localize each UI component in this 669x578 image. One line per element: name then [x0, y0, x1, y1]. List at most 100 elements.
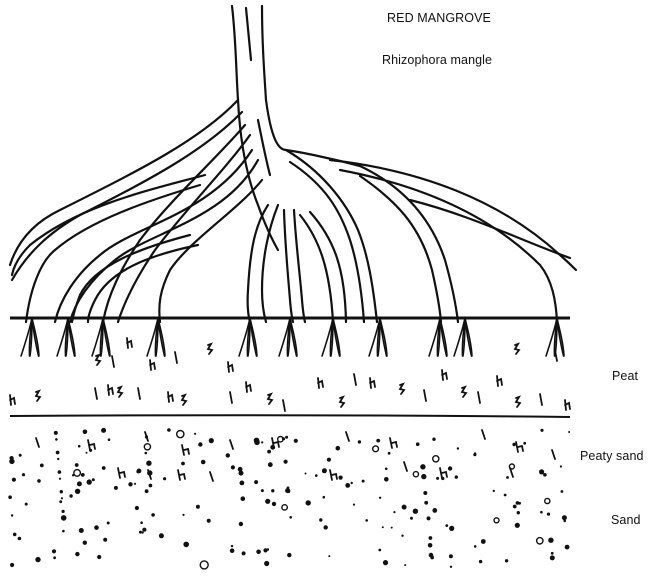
prop-root: [360, 176, 441, 322]
sand-grain: [289, 516, 292, 519]
peat-mark: [168, 392, 173, 402]
sand-grain: [11, 514, 13, 516]
sand-grain: [163, 477, 166, 480]
sand-grain: [305, 473, 307, 475]
trunk-edge: [258, 120, 270, 175]
sand-grain: [457, 447, 459, 449]
sand-grain: [56, 451, 60, 455]
sand-grain: [62, 510, 65, 513]
sand-grain: [40, 464, 44, 468]
sand-grain: [261, 489, 264, 492]
sand-grain: [151, 513, 155, 517]
sand-grain: [231, 545, 233, 547]
sand-grain: [22, 473, 25, 476]
peat-mark: [555, 350, 557, 361]
sand-grain: [322, 468, 327, 473]
sand-grain: [448, 466, 452, 470]
sand-grain: [177, 431, 184, 438]
sand-grain: [261, 441, 263, 443]
peat-mark: [95, 388, 97, 399]
peat-mark: [354, 374, 356, 385]
peat-mark: [36, 391, 40, 401]
peat-mark: [138, 388, 140, 399]
prop-root: [410, 200, 570, 258]
sand-grain: [54, 431, 58, 435]
sand-grain: [324, 525, 328, 529]
sand-grain: [9, 459, 14, 464]
sand-grain: [432, 438, 435, 441]
rootlet: [440, 318, 447, 356]
sand-grain: [83, 430, 88, 435]
sand-grain: [428, 543, 433, 548]
sand-grain: [239, 471, 244, 476]
sand-grain: [77, 481, 82, 486]
peat-mark: [515, 344, 519, 354]
species-name: Rhizophora mangle: [382, 53, 492, 67]
sand-grain: [79, 528, 84, 533]
prop-root: [310, 212, 346, 322]
peat-mark: [10, 395, 15, 405]
sand-grain: [449, 554, 453, 558]
sand-grain: [209, 438, 214, 443]
sand-grain: [315, 474, 318, 477]
sand-grain: [128, 482, 132, 486]
sand-grain: [75, 463, 79, 467]
sand-grain: [505, 559, 508, 562]
sand-grain: [421, 474, 426, 479]
peat-mark: [400, 384, 404, 394]
peat-mark: [565, 400, 570, 410]
sand-grain: [87, 479, 92, 484]
sand-grain: [264, 561, 269, 566]
sand-grain: [267, 548, 269, 550]
sand-grain: [69, 494, 72, 497]
sand-grain: [393, 511, 395, 513]
prop-root: [72, 235, 190, 322]
sand-grain: [481, 539, 486, 544]
prop-root: [284, 210, 293, 322]
rootlet: [32, 318, 39, 356]
sand-grain: [449, 526, 454, 531]
sand-grain: [427, 516, 431, 520]
sand-grain: [345, 483, 350, 488]
peat-mark: [497, 376, 502, 386]
trunk-edge: [246, 8, 251, 60]
sand-grain: [551, 552, 554, 555]
peat-mark: [118, 387, 122, 397]
sand-grain: [97, 555, 101, 559]
sand-grain: [231, 465, 235, 469]
sand-grain: [144, 444, 150, 450]
sand-grain: [401, 535, 403, 537]
sand-grain: [509, 464, 514, 469]
peat-mark: [208, 344, 212, 354]
sand-grain: [376, 439, 380, 443]
diagram-title: RED MANGROVE: [387, 11, 491, 25]
prop-root: [70, 160, 258, 322]
sand-grain: [568, 431, 570, 433]
sand-grain: [365, 519, 368, 522]
sand-grain: [540, 429, 543, 432]
sand-grain: [200, 561, 208, 569]
sand-grain: [537, 538, 543, 544]
sand-grain: [145, 452, 148, 455]
rootlet-tufts: [21, 318, 564, 356]
rootlet: [557, 318, 564, 356]
rootlet: [333, 318, 340, 356]
sand-grain: [506, 476, 509, 479]
sand-grain: [198, 442, 202, 446]
peat-mark: [96, 355, 100, 365]
sand-grain: [10, 563, 14, 567]
sand-grain: [339, 476, 343, 480]
sand-grain: [561, 490, 564, 493]
sand-grain: [545, 498, 550, 503]
layer-label-peaty-sand: Peaty sand: [580, 449, 644, 463]
peat-mark: [108, 385, 113, 395]
sand-grain: [560, 465, 562, 467]
sand-grain: [101, 428, 106, 433]
peat-mark: [118, 468, 125, 478]
sand-grain: [58, 470, 62, 474]
sand-grain: [382, 526, 384, 528]
sand-grain: [242, 551, 246, 555]
rootlet: [290, 318, 297, 356]
sand-grain: [86, 452, 88, 454]
